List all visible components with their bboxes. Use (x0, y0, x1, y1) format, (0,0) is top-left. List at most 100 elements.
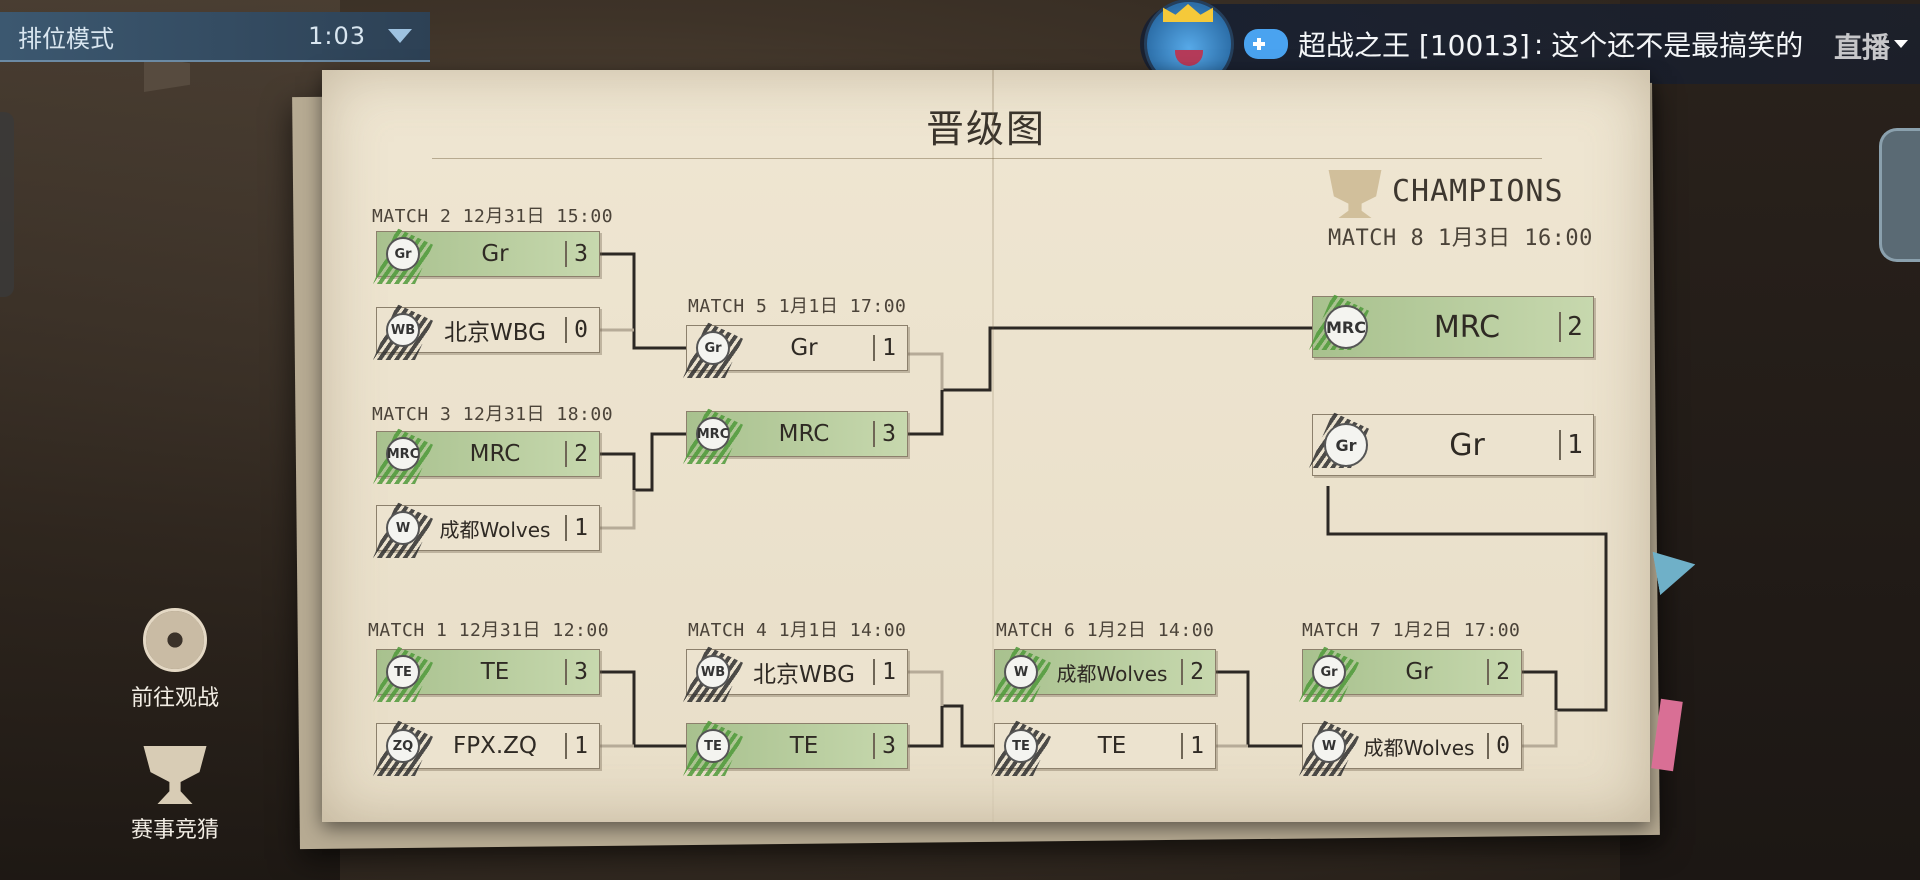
team-score: 3 (565, 241, 595, 267)
avatar-mouth (1175, 50, 1203, 66)
mode-bar[interactable]: 排位模式 1:03 (0, 12, 430, 62)
bracket-title: 晋级图 (925, 107, 1046, 151)
team-name: Gr (1449, 427, 1485, 463)
team-name: MRC (1433, 309, 1501, 345)
mode-label: 排位模式 (18, 24, 114, 53)
match-2-team-b[interactable]: WB 北京WBG 0 (373, 304, 600, 360)
team-logo-icon: ZQ (373, 720, 433, 776)
match-8-team-b[interactable]: Gr Gr 1 (1309, 412, 1594, 476)
team-name: TE (480, 659, 510, 685)
team-logo-icon: Gr (1309, 412, 1375, 474)
team-score: 1 (1559, 430, 1589, 460)
team-score: 3 (873, 421, 903, 447)
team-logo-icon: WB (683, 646, 743, 702)
champions-label: CHAMPIONS (1392, 174, 1564, 209)
team-score: 1 (873, 335, 903, 361)
match-1-team-a[interactable]: TE TE 3 (373, 646, 600, 702)
match-prediction-label: 赛事竞猜 (130, 818, 219, 843)
match-6-label: MATCH 6 1月2日 14:00 (996, 620, 1215, 641)
match-3-team-a[interactable]: MRC MRC 2 (373, 428, 600, 484)
bracket-lines (600, 252, 1608, 748)
chevron-down-icon[interactable] (1894, 40, 1908, 48)
match-5-label: MATCH 5 1月1日 17:00 (688, 296, 907, 317)
match-6-team-b[interactable]: TE TE 1 (991, 720, 1216, 776)
team-score: 2 (565, 441, 595, 467)
match-4-team-b[interactable]: TE TE 3 (683, 720, 908, 776)
team-logo-icon: TE (373, 646, 433, 702)
team-name: 北京WBG (444, 320, 546, 346)
film-reel-icon (143, 608, 207, 672)
gamepad-icon (1244, 29, 1288, 59)
team-score: 2 (1487, 659, 1517, 685)
team-logo-icon: W (991, 646, 1051, 702)
team-logo-icon: Gr (683, 322, 743, 378)
team-score: 1 (565, 515, 595, 541)
watch-match-label: 前往观战 (130, 686, 219, 711)
team-name: MRC (469, 441, 521, 467)
background-left (0, 0, 340, 880)
team-score: 2 (1181, 659, 1211, 685)
match-8-team-a[interactable]: MRC MRC 2 (1309, 294, 1594, 358)
team-score: 1 (565, 733, 595, 759)
chat-user: 超战之王 [10013] (1298, 29, 1530, 62)
match-prediction-button[interactable]: 赛事竞猜 (110, 746, 240, 844)
team-logo-icon: Gr (1299, 646, 1359, 702)
title-divider (432, 158, 1542, 159)
team-logo-icon: W (373, 502, 433, 558)
team-logo-icon: MRC (373, 428, 433, 484)
match-7-team-b[interactable]: W 成都Wolves 0 (1299, 720, 1522, 776)
chevron-down-icon[interactable] (388, 29, 412, 43)
match-7-team-a[interactable]: Gr Gr 2 (1299, 646, 1522, 702)
right-side-widget[interactable] (1879, 128, 1920, 262)
team-name: TE (789, 733, 819, 759)
crown-icon (1163, 4, 1213, 22)
pin-icon (144, 56, 190, 92)
match-4-label: MATCH 4 1月1日 14:00 (688, 620, 907, 641)
team-name: Gr (481, 241, 509, 267)
match-2-team-a[interactable]: Gr Gr 3 (373, 228, 600, 284)
bracket-paper: 晋级图 MATCH 2 12月31日 15:00 (322, 70, 1650, 822)
match-1-label: MATCH 1 12月31日 12:00 (368, 620, 610, 641)
match-6-team-a[interactable]: W 成都Wolves 2 (991, 646, 1216, 702)
team-score: 3 (565, 659, 595, 685)
team-logo-icon: TE (991, 720, 1051, 776)
match-3-team-b[interactable]: W 成都Wolves 1 (373, 502, 600, 558)
team-name: Gr (790, 335, 818, 361)
team-name: MRC (778, 421, 830, 447)
team-logo-icon: MRC (683, 408, 743, 464)
team-logo-icon: WB (373, 304, 433, 360)
match-4-team-a[interactable]: WB 北京WBG 1 (683, 646, 908, 702)
match-1-team-b[interactable]: ZQ FPX.ZQ 1 (373, 720, 600, 776)
team-name: 北京WBG (753, 662, 855, 688)
match-3-label: MATCH 3 12月31日 18:00 (372, 404, 614, 425)
watch-match-button[interactable]: 前往观战 (110, 608, 240, 712)
team-name: 成都Wolves (1363, 735, 1475, 760)
team-score: 3 (873, 733, 903, 759)
team-logo-icon: Gr (373, 228, 433, 284)
live-logo: 直播 (1833, 31, 1890, 64)
paper-fold (992, 70, 994, 822)
team-name: FPX.ZQ (452, 733, 538, 759)
team-logo-icon: W (1299, 720, 1359, 776)
team-score: 0 (1487, 733, 1517, 759)
team-name: 成都Wolves (1056, 661, 1168, 686)
match-timer: 1:03 (308, 22, 366, 50)
match-7-label: MATCH 7 1月2日 17:00 (1302, 620, 1521, 641)
match-8-label: MATCH 8 1月3日 16:00 (1328, 226, 1593, 251)
team-name: 成都Wolves (439, 517, 551, 542)
trophy-cup-icon (143, 746, 207, 804)
match-2-label: MATCH 2 12月31日 15:00 (372, 206, 614, 227)
team-score: 1 (1181, 733, 1211, 759)
match-5-team-b[interactable]: MRC MRC 3 (683, 408, 908, 464)
match-5-team-a[interactable]: Gr Gr 1 (683, 322, 908, 378)
team-name: TE (1097, 733, 1127, 759)
team-logo-icon: MRC (1309, 294, 1375, 356)
chat-separator: : (1533, 27, 1544, 61)
side-drawer-handle[interactable] (0, 112, 14, 297)
team-score: 2 (1559, 312, 1589, 342)
team-score: 0 (565, 317, 595, 343)
team-logo-icon: TE (683, 720, 743, 776)
team-score: 1 (873, 659, 903, 685)
chat-message: 这个还不是最搞笑的 (1551, 29, 1804, 62)
team-name: Gr (1405, 659, 1433, 685)
